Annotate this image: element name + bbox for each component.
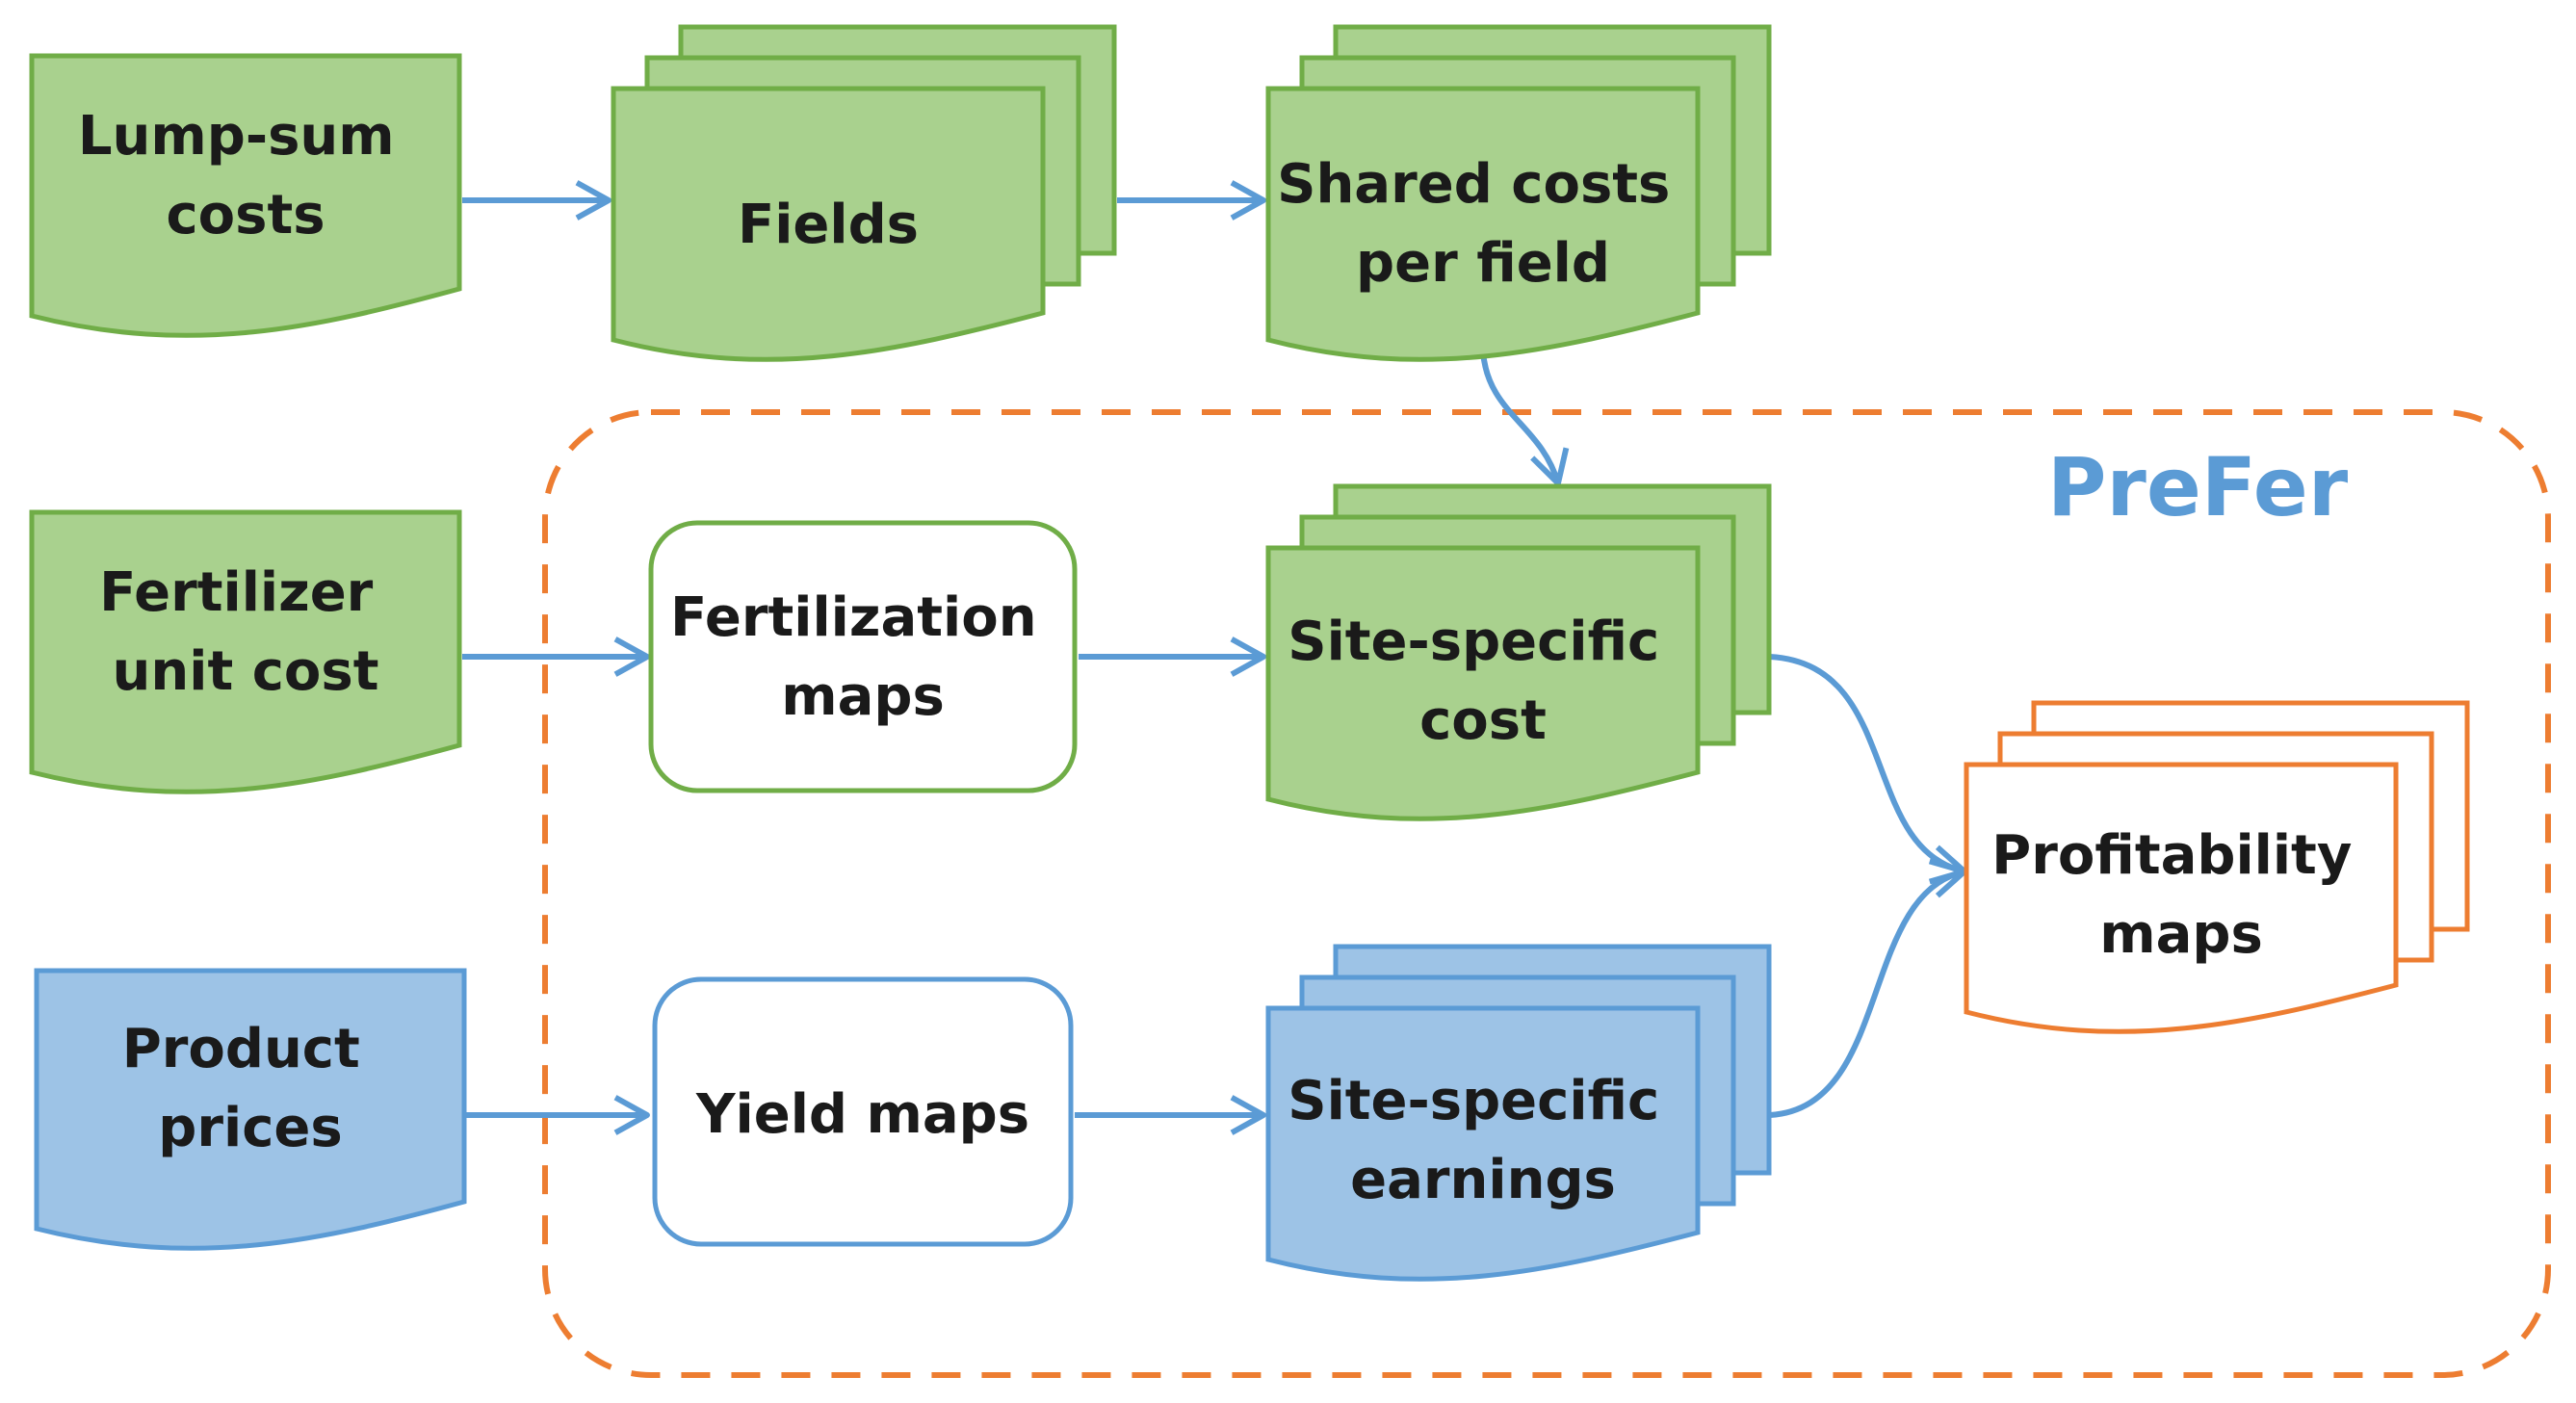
svg-text:Site-specific earnings: Site-specific earnings — [1288, 1070, 1678, 1211]
profitability-maps-label-line2: maps — [2099, 903, 2263, 966]
lump-sum-costs-label-line1: Lump-sum — [78, 105, 395, 168]
fertilizer-unit-cost-label-line1: Fertilizer — [99, 561, 374, 624]
svg-text:Fertilization maps: Fertilization maps — [670, 586, 1055, 728]
node-site-specific-cost: Site-specific cost — [1265, 483, 1772, 821]
arrow-shared-costs-to-site-cost — [1480, 351, 1570, 486]
site-specific-earnings-label-line1: Site-specific — [1288, 1070, 1659, 1132]
node-fields: Fields — [611, 24, 1117, 362]
svg-text:Lump-sum costs: Lump-sum costs — [78, 105, 413, 247]
stack-sheet-front — [611, 86, 1046, 362]
node-profitability-maps: Profitability maps — [1964, 700, 2470, 1034]
node-shared-costs-per-field: Shared costs per field — [1265, 24, 1772, 362]
shared-costs-label-line2: per field — [1356, 232, 1610, 295]
stack-sheet-front — [1964, 762, 2399, 1034]
node-yield-maps: Yield maps — [652, 976, 1074, 1247]
shared-costs-label-line1: Shared costs — [1277, 153, 1670, 216]
node-lump-sum-costs: Lump-sum costs — [29, 53, 462, 338]
svg-text:Product prices: Product prices — [122, 1018, 379, 1159]
fertilizer-unit-cost-label-line2: unit cost — [113, 640, 379, 703]
prefer-group-title: PreFer — [2047, 440, 2349, 534]
svg-text:Site-specific cost: Site-specific cost — [1288, 611, 1678, 752]
svg-text:Shared costs per field: Shared costs per field — [1277, 153, 1689, 295]
prefer-group-boundary — [542, 409, 2551, 1378]
fields-label: Fields — [738, 194, 919, 256]
node-fertilizer-unit-cost: Fertilizer unit cost — [29, 509, 462, 794]
stack-sheet-front — [1265, 86, 1701, 362]
document-shape — [29, 509, 462, 794]
product-prices-label-line2: prices — [158, 1097, 342, 1159]
prefer-group: PreFer — [542, 409, 2551, 1378]
connectors — [462, 180, 1967, 1135]
fertilization-maps-label-line1: Fertilization — [670, 586, 1037, 649]
document-shape — [29, 53, 462, 338]
process-box — [652, 976, 1074, 1247]
node-product-prices: Product prices — [34, 968, 467, 1251]
site-specific-cost-label-line1: Site-specific — [1288, 611, 1659, 673]
svg-text:Fertilizer unit cost: Fertilizer unit cost — [99, 561, 392, 703]
document-shape — [34, 968, 467, 1251]
lump-sum-costs-label-line2: costs — [166, 184, 325, 247]
arrow-site-cost-to-profitability — [1769, 654, 1967, 885]
arrow-site-earnings-to-profitability — [1769, 858, 1967, 1118]
process-box — [648, 520, 1078, 793]
profitability-maps-label-line1: Profitability — [1991, 824, 2352, 887]
yield-maps-label: Yield maps — [695, 1083, 1029, 1146]
site-specific-earnings-label-line2: earnings — [1350, 1149, 1616, 1211]
node-fertilization-maps: Fertilization maps — [648, 520, 1078, 793]
stack-sheet-front — [1265, 545, 1701, 821]
node-site-specific-earnings: Site-specific earnings — [1265, 944, 1772, 1282]
product-prices-label-line1: Product — [122, 1018, 360, 1080]
svg-text:Profitability maps: Profitability maps — [1991, 824, 2371, 966]
stack-sheet-front — [1265, 1005, 1701, 1282]
fertilization-maps-label-line2: maps — [781, 665, 945, 728]
site-specific-cost-label-line2: cost — [1419, 689, 1547, 752]
